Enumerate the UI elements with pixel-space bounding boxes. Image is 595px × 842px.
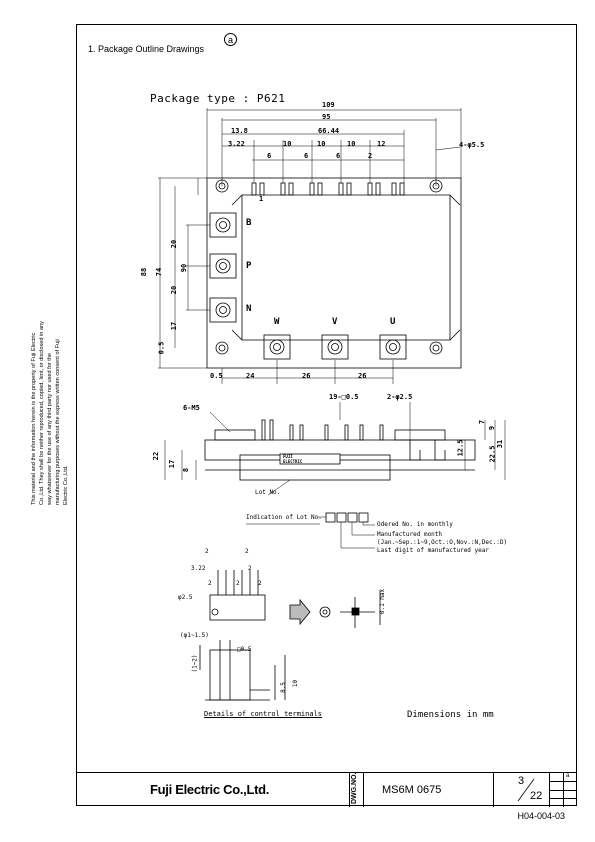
- control-terminal-detail: [199, 570, 381, 701]
- dim-10a: 10: [283, 140, 292, 148]
- dim-0-5-left: 0.5: [157, 341, 166, 355]
- top-dimensions: [158, 108, 462, 384]
- footer-code: H04-004-03: [517, 811, 565, 821]
- package-type: Package type : P621: [150, 92, 286, 105]
- lot-no-label: Lot No.: [255, 489, 281, 496]
- company-name: Fuji Electric Co.,Ltd.: [150, 782, 270, 797]
- side-dim-12-5: 12.5: [456, 439, 465, 457]
- module-label: FUJI ELECTRIC: [283, 454, 303, 464]
- dim-88: 88: [140, 267, 149, 277]
- ct-dim-2c: 2: [248, 565, 252, 572]
- dim-6c: 6: [336, 152, 341, 160]
- ct-dim-2b: 2: [245, 548, 249, 555]
- dim-mount-holes: 4-φ5.5: [459, 141, 485, 149]
- dim-0-5-bottom: 0.5: [210, 372, 223, 380]
- terminal-v: V: [332, 317, 338, 327]
- dim-66-44: 66.44: [318, 127, 340, 135]
- sheet-slash: [517, 778, 535, 802]
- pin-1-label: 1: [259, 195, 264, 203]
- dim-3-22: 3.22: [228, 140, 245, 148]
- tb-dwg-no-cell: MS6M 0675: [364, 773, 494, 807]
- dim-24: 24: [246, 372, 255, 380]
- power-terminals-left: [209, 212, 237, 323]
- ct-caption: Details of control terminals: [204, 710, 323, 718]
- base-plate-outline: [206, 177, 462, 369]
- ct-8-5: 8.5: [279, 682, 287, 693]
- title-block: Fuji Electric Co.,Ltd. DWG.NO. MS6M 0675…: [76, 772, 577, 807]
- side-dim-17: 17: [168, 459, 177, 469]
- sheet-marker: a: [224, 33, 237, 46]
- dim-20a: 20: [170, 239, 179, 249]
- side-dim-8: 8: [182, 467, 191, 473]
- ct-dim-2f: 2: [258, 580, 262, 587]
- dim-2: 2: [368, 152, 373, 160]
- terminal-b: B: [246, 218, 252, 228]
- ct-phi-1-1-5: (φ1~1.5): [180, 632, 209, 639]
- tb-dwg-label-cell: DWG.NO.: [350, 773, 364, 807]
- section-title: 1. Package Outline Drawings: [88, 44, 205, 54]
- side-dim-31: 31: [496, 439, 505, 449]
- dim-mounting-pitch: 95: [322, 113, 331, 121]
- dwg-number: MS6M 0675: [382, 784, 442, 796]
- screws-label: 6-M5: [183, 404, 200, 412]
- dim-6a: 6: [267, 152, 272, 160]
- ct-10: 10: [292, 679, 300, 688]
- ct-phi-2-5: φ2.5: [178, 594, 193, 601]
- ct-1-2: (1~2): [191, 654, 199, 673]
- dim-6b: 6: [304, 152, 309, 160]
- holes-label: 2-φ2.5: [387, 393, 413, 401]
- ct-dim-3-22: 3.22: [191, 565, 206, 572]
- lot-info-title: Indication of Lot No.: [246, 514, 322, 521]
- side-dim-22: 22: [152, 451, 161, 461]
- terminal-u: U: [390, 317, 396, 327]
- power-terminals-bottom: [263, 334, 407, 360]
- ct-dim-2a: 2: [205, 548, 209, 555]
- units-note: Dimensions in mm: [407, 710, 494, 720]
- dim-10c: 10: [347, 140, 356, 148]
- lot-info-line-3: (Jan.~Sep.:1~9,Oct.:O,Nov.:N,Dec.:D): [377, 539, 508, 546]
- side-view: [204, 419, 476, 481]
- revision-mark: a: [566, 773, 570, 779]
- drawing-frame: [76, 24, 577, 806]
- dim-26a: 26: [302, 372, 311, 380]
- dim-20b: 20: [170, 285, 179, 295]
- tb-revision-grid: a: [550, 773, 577, 807]
- ct-max: 0.1 max: [379, 588, 387, 615]
- lot-info-line-1: Odered No. in monthly: [377, 521, 453, 528]
- module-label-line1: FUJI: [283, 454, 293, 459]
- dim-26b: 26: [358, 372, 367, 380]
- pins-label: 19-□0.5: [329, 393, 359, 401]
- dim-17: 17: [170, 321, 179, 331]
- side-dim-7: 7: [478, 419, 487, 425]
- side-dimensions: [164, 402, 506, 496]
- dim-13-8: 13.8: [231, 127, 248, 135]
- mount-hole-bl: [215, 341, 229, 355]
- ct-sq-0-5: □0.5: [237, 646, 252, 653]
- total-sheets: 22: [530, 790, 543, 802]
- ct-dim-2d: 2: [208, 580, 212, 587]
- lot-info-line-4: Last digit of manufactured year: [377, 547, 489, 554]
- dim-90: 90: [180, 263, 189, 273]
- dim-12: 12: [377, 140, 386, 148]
- ct-dim-2e: 2: [236, 580, 240, 587]
- tb-company-cell: Fuji Electric Co.,Ltd.: [76, 773, 350, 807]
- module-label-line2: ELECTRIC: [283, 458, 303, 464]
- tb-sheet-cell: 3 22: [494, 773, 550, 807]
- dim-74: 74: [155, 267, 164, 277]
- outline-drawing: [158, 108, 506, 701]
- terminal-p: P: [246, 261, 252, 271]
- dim-10b: 10: [317, 140, 326, 148]
- terminal-w: W: [274, 317, 280, 327]
- terminal-n: N: [246, 304, 252, 314]
- dwg-label: DWG.NO.: [351, 772, 358, 805]
- mount-hole-br: [429, 341, 443, 355]
- sheet-number: 3: [518, 775, 525, 787]
- control-pins-top: [251, 182, 405, 196]
- side-dim-9: 9: [488, 425, 497, 431]
- lot-no-boxes: [325, 512, 369, 523]
- dim-overall-length: 109: [322, 101, 335, 109]
- lot-info-line-2: Manufactured month: [377, 531, 443, 538]
- side-dim-22-5: 22.5: [488, 445, 497, 463]
